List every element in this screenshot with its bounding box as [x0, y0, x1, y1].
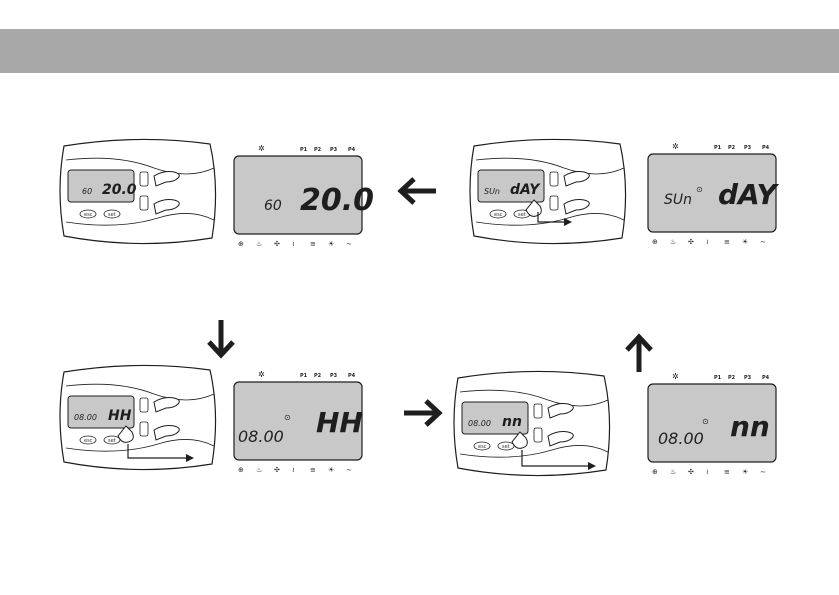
lcd-left-value: 60 — [264, 198, 282, 214]
fan-icon: ✣ — [688, 238, 694, 246]
level-icon: ≡ — [310, 240, 316, 248]
lcd-left-value: 08.00 — [658, 429, 704, 448]
water-icon: ≀ — [706, 238, 709, 246]
display-closeup-2: ✲ P1 P2 P3 P4 SUn ⊙ dAY ⊕ ♨ ✣ ≀ ≡ ☀ ∼ — [644, 140, 782, 252]
small-lcd-left-value: 08.00 — [468, 419, 491, 428]
sun-icon: ☀ — [742, 468, 748, 476]
flame-icon: ♨ — [670, 468, 676, 476]
thermostat-body: esc set SUn dAY — [468, 138, 628, 246]
flame-icon: ♨ — [256, 466, 262, 474]
arrow-up-icon — [624, 332, 654, 374]
wave-icon: ∼ — [760, 468, 766, 476]
lcd-closeup: ✲ P1 P2 P3 P4 60 20.0 ⊕ ♨ ✣ ≀ ≡ ☀ ∼ — [230, 142, 368, 254]
p3-label: P3 — [744, 375, 752, 381]
small-lcd-right-value: HH — [108, 408, 132, 424]
snowflake-icon: ✲ — [672, 142, 679, 151]
fan-icon: ✣ — [274, 466, 280, 474]
fan-icon: ✣ — [274, 240, 280, 248]
lcd-right-value: nn — [730, 410, 770, 443]
thermostat-body: esc set 60 20.0 — [58, 138, 218, 246]
flame-icon: ♨ — [670, 238, 676, 246]
p1-label: P1 — [714, 145, 722, 151]
lcd-right-value: HH — [316, 406, 363, 439]
sun-icon: ☀ — [742, 238, 748, 246]
arrow-right-icon — [402, 398, 444, 428]
clock-icon: ⊙ — [284, 413, 291, 422]
snowflake-icon: ✲ — [258, 370, 265, 379]
clock-icon: ⊙ — [702, 417, 709, 426]
set-button-label: set — [108, 438, 116, 444]
mode-icon: ⊕ — [238, 466, 244, 474]
esc-button-label: esc — [478, 444, 487, 450]
flame-icon: ♨ — [256, 240, 262, 248]
header-band — [0, 29, 839, 73]
esc-button-label: esc — [84, 438, 93, 444]
p2-label: P2 — [728, 145, 736, 151]
device-thermostat-2: esc set SUn dAY — [468, 138, 628, 246]
small-lcd-left-value: SUn — [484, 187, 500, 196]
set-button-label: set — [502, 444, 510, 450]
p3-label: P3 — [330, 373, 338, 379]
lcd-closeup: ✲ P1 P2 P3 P4 08.00 ⊙ nn ⊕ ♨ ✣ ≀ ≡ ☀ ∼ — [644, 370, 782, 482]
snowflake-icon: ✲ — [672, 372, 679, 381]
p4-label: P4 — [348, 373, 356, 379]
water-icon: ≀ — [292, 240, 295, 248]
arrow-left-icon — [396, 176, 438, 206]
wave-icon: ∼ — [346, 466, 352, 474]
arrow-down-icon — [206, 318, 236, 360]
lcd-right-value: dAY — [718, 178, 780, 211]
wave-icon: ∼ — [760, 238, 766, 246]
p4-label: P4 — [762, 375, 770, 381]
small-lcd-left-value: 08.00 — [74, 413, 97, 422]
p2-label: P2 — [314, 373, 322, 379]
mode-icon: ⊕ — [652, 238, 658, 246]
esc-button-label: esc — [494, 212, 503, 218]
display-closeup-3: ✲ P1 P2 P3 P4 08.00 ⊙ HH ⊕ ♨ ✣ ≀ ≡ ☀ ∼ — [230, 368, 368, 480]
water-icon: ≀ — [292, 466, 295, 474]
wave-icon: ∼ — [346, 240, 352, 248]
sun-icon: ☀ — [328, 466, 334, 474]
device-thermostat-4: esc set 08.00 nn — [452, 370, 612, 478]
p3-label: P3 — [744, 145, 752, 151]
lcd-closeup: ✲ P1 P2 P3 P4 SUn ⊙ dAY ⊕ ♨ ✣ ≀ ≡ ☀ ∼ — [644, 140, 782, 252]
mode-icon: ⊕ — [652, 468, 658, 476]
set-button-label: set — [518, 212, 526, 218]
lcd-left-value: SUn — [664, 192, 692, 208]
level-icon: ≡ — [724, 238, 730, 246]
small-lcd-right-value: dAY — [510, 182, 541, 198]
sun-icon: ☀ — [328, 240, 334, 248]
lcd-right-value: 20.0 — [300, 183, 374, 218]
level-icon: ≡ — [310, 466, 316, 474]
fan-icon: ✣ — [688, 468, 694, 476]
p4-label: P4 — [762, 145, 770, 151]
display-closeup-1: ✲ P1 P2 P3 P4 60 20.0 ⊕ ♨ ✣ ≀ ≡ ☀ ∼ — [230, 142, 368, 254]
p2-label: P2 — [728, 375, 736, 381]
thermostat-body: esc set 08.00 HH — [58, 364, 218, 472]
p2-label: P2 — [314, 147, 322, 153]
p3-label: P3 — [330, 147, 338, 153]
p4-label: P4 — [348, 147, 356, 153]
p1-label: P1 — [300, 147, 308, 153]
small-lcd-right-value: nn — [502, 414, 522, 430]
set-button-label: set — [108, 212, 116, 218]
lcd-left-value: 08.00 — [238, 427, 284, 446]
lcd-closeup: ✲ P1 P2 P3 P4 08.00 ⊙ HH ⊕ ♨ ✣ ≀ ≡ ☀ ∼ — [230, 368, 368, 480]
level-icon: ≡ — [724, 468, 730, 476]
p1-label: P1 — [300, 373, 308, 379]
thermostat-body: esc set 08.00 nn — [452, 370, 612, 478]
esc-button-label: esc — [84, 212, 93, 218]
p1-label: P1 — [714, 375, 722, 381]
small-lcd-right-value: 20.0 — [102, 182, 137, 198]
clock-icon: ⊙ — [696, 185, 703, 194]
small-lcd-left-value: 60 — [82, 187, 92, 196]
mode-icon: ⊕ — [238, 240, 244, 248]
device-thermostat-1: esc set 60 20.0 — [58, 138, 218, 246]
water-icon: ≀ — [706, 468, 709, 476]
device-thermostat-3: esc set 08.00 HH — [58, 364, 218, 472]
snowflake-icon: ✲ — [258, 144, 265, 153]
display-closeup-4: ✲ P1 P2 P3 P4 08.00 ⊙ nn ⊕ ♨ ✣ ≀ ≡ ☀ ∼ — [644, 370, 782, 482]
